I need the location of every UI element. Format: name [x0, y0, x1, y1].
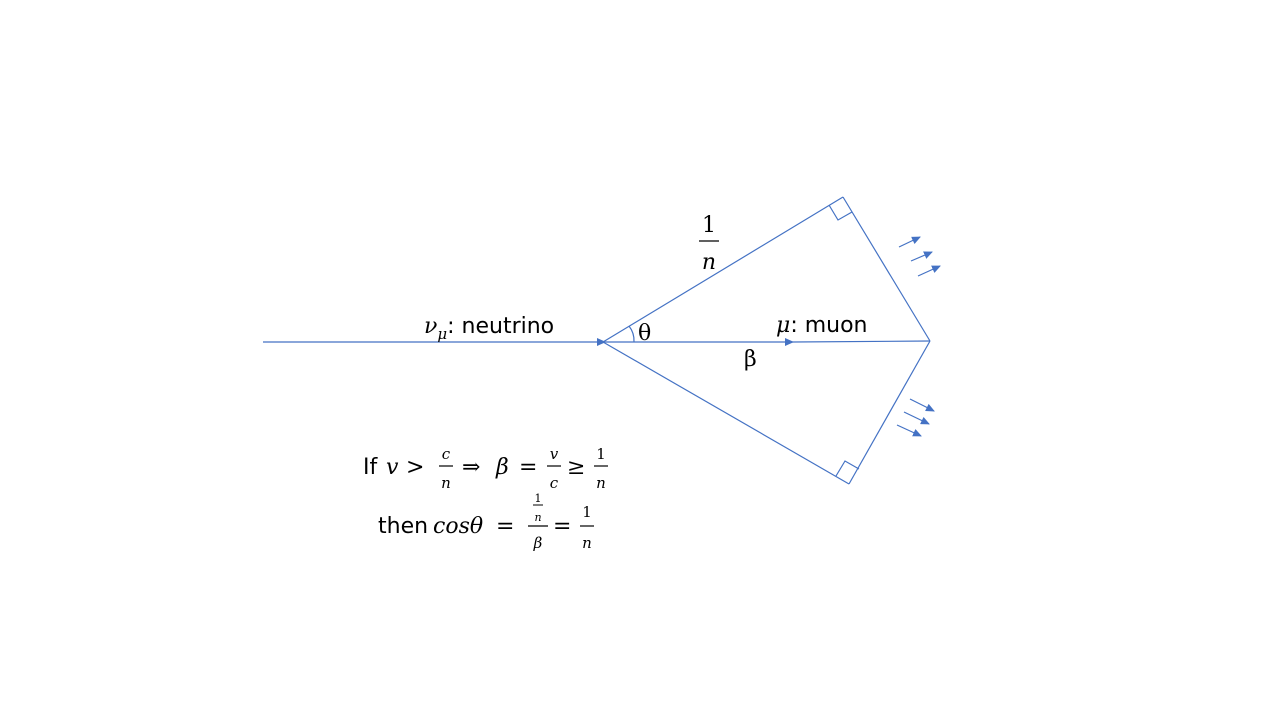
- lower-wavefront: [848, 340, 931, 485]
- fraction-denominator: n: [702, 250, 716, 275]
- eq1-frac2-num: v: [550, 445, 559, 463]
- equation-line-2: then cosθ = 1 n β = 1 n: [378, 492, 594, 552]
- light-arrow: [896, 424, 922, 437]
- muon-text: : muon: [790, 313, 867, 338]
- theta-angle-arc: [628, 325, 635, 343]
- eq2-inner-den: n: [534, 511, 541, 524]
- eq1-eq: =: [519, 455, 537, 480]
- upper-cone-edge: [602, 196, 844, 343]
- neutrino-text: : neutrino: [447, 314, 554, 339]
- eq1-v: v: [386, 455, 399, 480]
- light-arrow: [910, 251, 933, 262]
- eq2-frac-num: 1: [582, 503, 592, 521]
- neutrino-subscript: μ: [437, 325, 447, 343]
- muon-track-line: [792, 340, 931, 343]
- eq2-outer-den: β: [533, 534, 543, 552]
- eq1-prefix: If: [363, 455, 378, 480]
- muon-label: μ: muon: [776, 313, 868, 338]
- eq1-ge: ≥: [567, 455, 585, 480]
- one-over-n-label: 1 n: [699, 213, 719, 275]
- upper-wavefront: [842, 196, 931, 342]
- beta-label: β: [744, 347, 757, 372]
- eq1-frac3-num: 1: [596, 445, 606, 463]
- light-arrow: [909, 398, 935, 412]
- eq2-frac-den: n: [582, 534, 592, 552]
- eq1-frac2-den: c: [550, 474, 559, 492]
- theta-label: θ: [638, 321, 651, 346]
- eq2-inner-num: 1: [535, 492, 542, 505]
- eq1-frac1-den: n: [441, 474, 451, 492]
- lower-right-angle-marker: [835, 460, 860, 477]
- eq1-frac1-num: c: [442, 445, 451, 463]
- eq1-frac3-den: n: [596, 474, 606, 492]
- eq2-cos-theta: cosθ: [433, 514, 483, 539]
- equation-line-1: If v > c n ⇒ β = v c ≥ 1 n: [363, 445, 608, 492]
- neutrino-label: νμ: neutrino: [424, 314, 554, 343]
- muon-symbol: μ: [776, 313, 790, 338]
- light-arrow: [903, 411, 930, 425]
- fraction-numerator: 1: [702, 213, 716, 238]
- eq2-eq2: =: [553, 514, 571, 539]
- eq1-gt: >: [406, 455, 424, 480]
- eq2-prefix: then: [378, 514, 428, 539]
- eq1-implies: ⇒: [462, 455, 480, 480]
- neutrino-symbol: ν: [424, 314, 437, 339]
- light-arrow: [917, 265, 941, 277]
- upper-right-angle-marker: [828, 204, 853, 221]
- light-arrow: [898, 236, 921, 248]
- eq2-eq: =: [496, 514, 514, 539]
- lower-cone-edge: [602, 341, 850, 485]
- eq1-beta: β: [495, 455, 509, 480]
